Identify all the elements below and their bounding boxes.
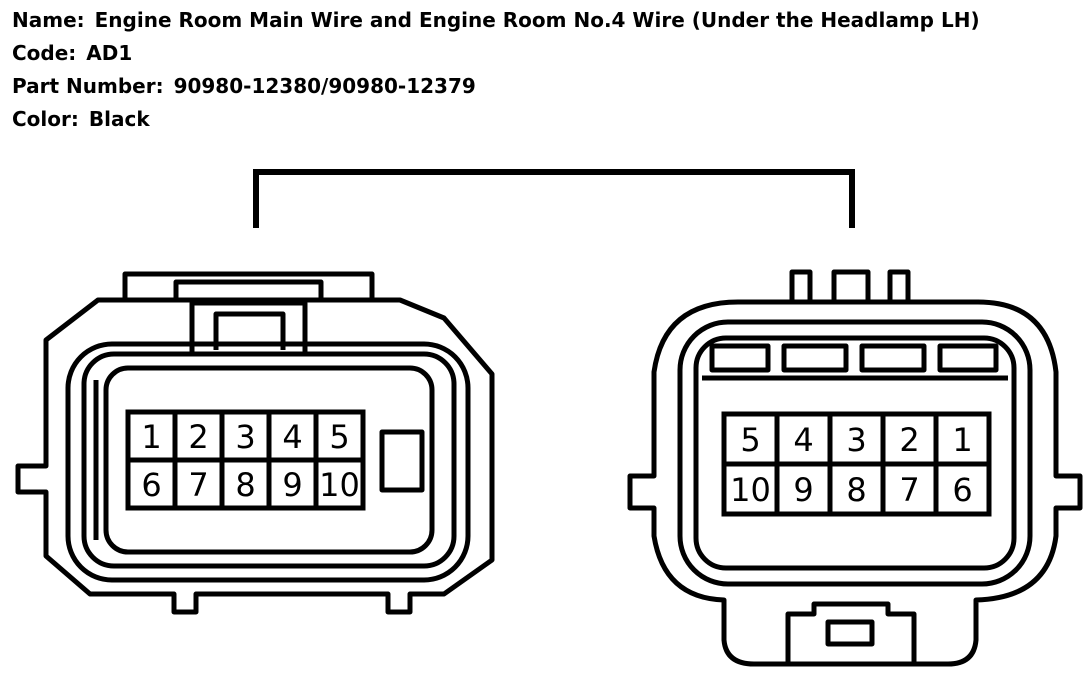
left-pin-label-10: 10: [319, 466, 360, 504]
right-pin-label-2: 2: [899, 421, 919, 459]
right-pin-label-3: 3: [846, 421, 866, 459]
left-pin-label-3: 3: [235, 418, 255, 456]
right-connector: [627, 269, 1083, 667]
right-pin-label-8: 8: [846, 471, 866, 509]
left-pin-cell-10: [313, 457, 366, 511]
left-cavity: [103, 365, 435, 555]
right-top-tab-3: [887, 269, 911, 305]
left-outer-shell: [15, 297, 495, 615]
right-top-tab-2: [831, 269, 871, 305]
mating-bracket: [253, 169, 855, 228]
connector-color-row: Color: Black: [12, 107, 150, 131]
left-pin-label-4: 4: [282, 418, 302, 456]
right-pin-label-1: 1: [952, 421, 972, 459]
right-outer-shell: [627, 299, 1083, 667]
part-number-label: Part Number:: [12, 74, 164, 98]
right-pin-label-9: 9: [793, 471, 813, 509]
right-pin-cell-6: [933, 461, 992, 517]
right-chamber-4: [937, 343, 999, 373]
color-label: Color:: [12, 107, 79, 131]
right-top-tab-1: [789, 269, 813, 305]
left-side-key: [379, 429, 425, 493]
connector-code-row: Code: AD1: [12, 41, 132, 65]
right-cavity: [693, 335, 1017, 571]
left-lock-inner: [213, 311, 286, 350]
left-latch-housing: [122, 271, 375, 300]
right-bottom-lock-tab: [825, 619, 875, 647]
left-pin-label-6: 6: [141, 466, 161, 504]
right-bottom-lock: [785, 601, 917, 664]
name-label: Name:: [12, 8, 85, 32]
left-pin-label-9: 9: [282, 466, 302, 504]
left-pin-label-8: 8: [235, 466, 255, 504]
left-pin-label-7: 7: [188, 466, 208, 504]
part-number-value: 90980-12380/90980-12379: [173, 74, 476, 98]
left-lock-lever: [189, 300, 308, 352]
right-chamber-2: [781, 343, 849, 373]
right-chamber-3: [859, 343, 927, 373]
code-label: Code:: [12, 41, 77, 65]
left-seal-ring: [81, 351, 457, 569]
left-latch-tab: [173, 279, 324, 300]
code-value: AD1: [86, 41, 133, 65]
left-connector: [15, 271, 495, 615]
left-pin-label-5: 5: [329, 418, 349, 456]
name-value: Engine Room Main Wire and Engine Room No…: [94, 8, 980, 32]
left-shell-wall: [65, 341, 471, 583]
right-pin-label-6: 6: [952, 471, 972, 509]
right-shell-wall: [677, 319, 1033, 587]
right-pin-label-7: 7: [899, 471, 919, 509]
right-chamber-1: [709, 343, 771, 373]
right-pin-label-10: 10: [730, 471, 771, 509]
right-pin-label-5: 5: [740, 421, 760, 459]
left-pin-label-2: 2: [188, 418, 208, 456]
left-pin-label-1: 1: [141, 418, 161, 456]
right-pin-label-4: 4: [793, 421, 813, 459]
part-number-row: Part Number: 90980-12380/90980-12379: [12, 74, 476, 98]
connector-name-row: Name: Engine Room Main Wire and Engine Ro…: [12, 8, 980, 32]
color-value: Black: [88, 107, 150, 131]
